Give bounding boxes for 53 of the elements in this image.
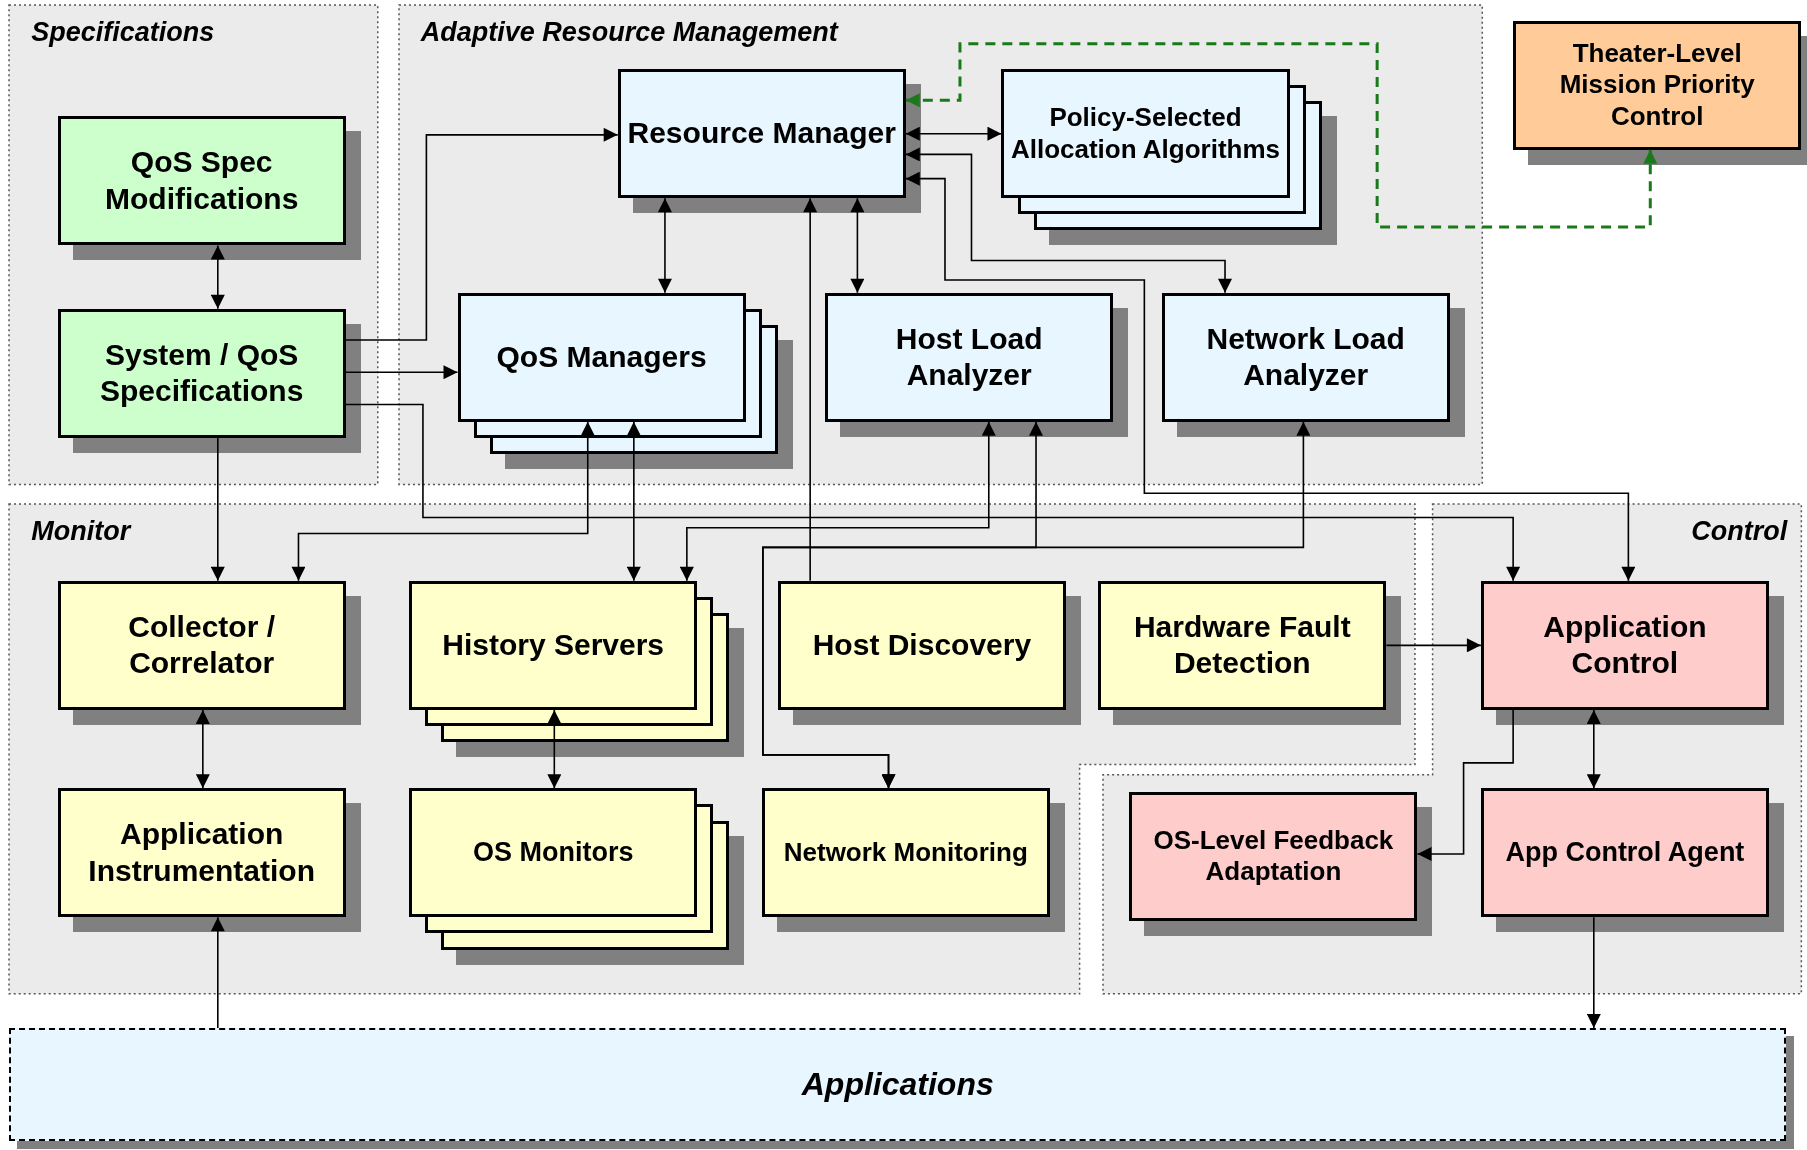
process-box <box>1001 69 1290 199</box>
process-box <box>457 292 746 422</box>
region-panel <box>9 4 378 484</box>
connector-arrow <box>905 126 1003 141</box>
connector-arrow <box>547 709 562 790</box>
connector-arrow <box>210 437 225 582</box>
connector-arrow <box>626 421 641 582</box>
process-box <box>409 788 698 918</box>
connector-arrow <box>803 197 818 582</box>
connector-arrow <box>905 171 1636 582</box>
connector-arrow <box>1586 916 1601 1029</box>
connector-arrow <box>1586 709 1601 790</box>
connector-arrow <box>344 365 459 380</box>
box-label: Resource Manager <box>627 115 896 152</box>
region-title: Specifications <box>31 16 215 48</box>
box-label: Application Instrumentation <box>87 816 316 889</box>
box-label: Network Monitoring <box>783 836 1028 869</box>
connector-arrow <box>344 127 619 341</box>
box-label: System / QoS Specifications <box>98 336 305 410</box>
box-label: Host Load Analyzer <box>894 320 1044 394</box>
box-label: Theater-Level Mission Priority Control <box>1558 37 1756 133</box>
process-box <box>409 580 698 710</box>
box-label: QoS Managers <box>496 338 707 375</box>
region-title: Monitor <box>31 515 131 547</box>
box-label: QoS Spec Modifications <box>104 144 300 217</box>
box-label: Applications <box>801 1064 994 1104</box>
connector-arrow <box>210 244 225 310</box>
region-title: Adaptive Resource Management <box>420 16 838 48</box>
connector-arrow <box>210 916 225 1029</box>
connector-arrow <box>291 421 595 582</box>
box-label: App Control Agent <box>1505 836 1745 870</box>
box-label: Application Control <box>1542 608 1708 682</box>
box-label: History Servers <box>442 627 665 664</box>
connector-arrow <box>762 421 1311 790</box>
connector-arrow <box>195 709 210 790</box>
connector-arrow <box>1385 638 1482 653</box>
connector-arrow <box>850 197 865 294</box>
box-label: Hardware Fault Detection <box>1132 608 1352 682</box>
box-label: Network Load Analyzer <box>1205 320 1406 394</box>
region-title: Control <box>1691 515 1788 547</box>
connector-arrow <box>1416 709 1514 861</box>
box-label: OS-Level Feedback Adaptation <box>1152 824 1395 888</box>
box-label: Host Discovery <box>812 627 1032 664</box>
connector-arrow <box>344 403 1521 582</box>
region-panel <box>398 4 1482 484</box>
connector-arrow <box>657 197 672 294</box>
connector-arrow <box>905 42 1658 229</box>
box-label: Policy-Selected Allocation Algorithms <box>1010 101 1281 166</box>
region-panel <box>1102 503 1802 994</box>
box-label: Collector / Correlator <box>127 608 276 682</box>
connector-arrow <box>905 147 1233 294</box>
box-label: OS Monitors <box>472 836 634 870</box>
connector-arrow <box>679 421 996 582</box>
